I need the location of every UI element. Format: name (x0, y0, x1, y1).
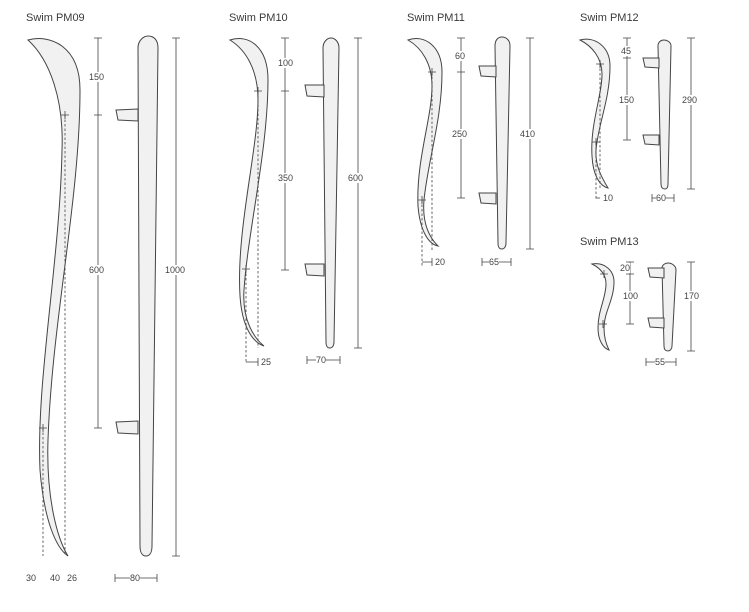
pm12-side-profile (578, 38, 611, 189)
pm10-post-bottom (304, 263, 325, 277)
pm10-title: Swim PM10 (229, 12, 288, 24)
pm10-dim-width: 70 (316, 355, 327, 365)
pm11-dim-total: 410 (520, 129, 536, 139)
pm11-post-bottom (478, 192, 497, 205)
pm11-post-top (478, 65, 497, 78)
pm12-dim-top: 45 (621, 46, 632, 56)
pm12-dim-mid: 150 (619, 95, 635, 105)
pm13-dim-mid: 100 (623, 291, 639, 301)
pm13-dim-width: 55 (655, 357, 666, 367)
pm12-title: Swim PM12 (580, 12, 639, 24)
pm09-bar (137, 35, 159, 557)
pm10-dim-total: 600 (348, 173, 364, 183)
pm12-post-bottom (642, 134, 660, 146)
pm11-bar (494, 36, 511, 250)
pm11-side-profile (406, 38, 443, 247)
pm09-post-bottom (115, 420, 139, 435)
pm09-post-top (115, 108, 139, 122)
pm13-dim-top: 20 (620, 263, 631, 273)
pm09-dim-bottom-b: 40 (50, 573, 61, 583)
pm09-dim-width: 80 (130, 573, 141, 583)
pm09-dim-bottom-a: 30 (26, 573, 37, 583)
pm09-dim-mid: 600 (89, 265, 105, 275)
pm12-post-top (642, 57, 660, 69)
pm09-title: Swim PM09 (26, 12, 85, 24)
pm11-title: Swim PM11 (407, 12, 465, 24)
pm13-post-bottom (647, 317, 665, 329)
pm11-dim-bottom: 20 (435, 257, 446, 267)
pm10-dim-top: 100 (278, 58, 294, 68)
pm09-side-profile (26, 38, 81, 557)
pm13-title: Swim PM13 (580, 236, 639, 248)
pm12-dim-total: 290 (682, 95, 698, 105)
pm13-post-top (647, 267, 665, 279)
pm12-dim-bottom: 10 (603, 193, 614, 203)
pm13-bar (661, 262, 677, 352)
pm12-dim-width: 60 (656, 193, 667, 203)
pm13-dim-total: 170 (684, 291, 700, 301)
pm09-dim-top: 150 (89, 72, 105, 82)
pm09-dim-bottom-c: 26 (67, 573, 78, 583)
pm09-dim-total: 1000 (165, 265, 186, 275)
pm10-post-top (304, 84, 325, 98)
pm11-dim-width: 65 (489, 257, 500, 267)
pm12-bar (657, 39, 672, 190)
pm11-dim-mid: 250 (452, 129, 468, 139)
pm10-dim-mid: 350 (278, 173, 294, 183)
pm10-bar (322, 37, 340, 349)
pm13-side-profile (590, 263, 615, 351)
pm10-side-profile (228, 38, 269, 347)
pm11-dim-top: 60 (455, 51, 466, 61)
pm10-dim-bottom: 25 (261, 357, 272, 367)
